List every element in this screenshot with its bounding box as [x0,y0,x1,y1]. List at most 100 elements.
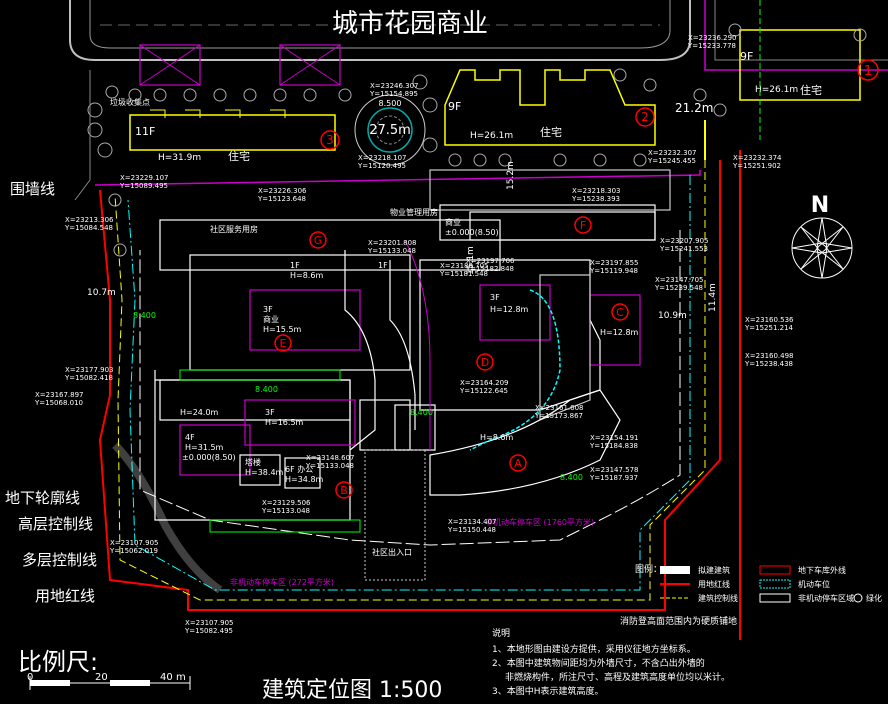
multi-rise-line-label: 多层控制线 [22,551,98,569]
svg-text:X=23160.536: X=23160.536 [745,316,794,324]
svg-text:Y=15233.778: Y=15233.778 [687,42,736,50]
building-d: D [481,356,489,369]
legend-item-green: 绿化 [866,593,882,603]
svg-text:Y=15251.902: Y=15251.902 [732,162,781,170]
svg-text:Y=15089.495: Y=15089.495 [119,182,168,190]
scale-tick-40: 40 [160,672,173,683]
shop-d-floor: 3F [490,293,500,302]
svg-text:X=23226.306: X=23226.306 [258,187,307,195]
underground-line-label: 地下轮廓线 [5,489,81,507]
site-title: 城市花园商业 [332,9,488,39]
residential-building-2: 2 9F H=26.1m 住宅 21.2m [444,69,713,146]
svg-text:X=23161.608: X=23161.608 [535,404,584,412]
building-3-name: 住宅 [228,149,250,163]
top-road: 城市花园商业 [69,0,691,61]
shop-e-floor: 3F [263,305,273,314]
width-15-1: 15.1m [466,246,476,275]
room-1f: 1F [290,261,300,270]
legend-item-garage: 地下车库外线 [798,565,846,575]
building-b: B [340,484,348,497]
scale-tick-0: 0 [27,672,34,683]
width-11-4: 11.4m [708,283,718,312]
community-room-label: 社区服务用房 [210,224,258,234]
svg-text:Y=15239.548: Y=15239.548 [654,284,703,292]
svg-text:X=23218.303: X=23218.303 [572,187,621,195]
building-3-number: 3 [326,133,334,147]
svg-text:Y=15245.455: Y=15245.455 [647,157,696,165]
building-1-number: 1 [864,64,872,79]
svg-text:Y=15251.214: Y=15251.214 [744,324,794,332]
scale-bar [29,676,191,690]
svg-text:Y=15082.495: Y=15082.495 [184,627,233,635]
pond-elevation: 8.500 [379,99,402,108]
building-2-height: H=26.1m [470,131,513,141]
svg-text:X=23232.307: X=23232.307 [648,149,697,157]
building-f: F [580,219,586,232]
legend-item-parking: 机动车位 [798,579,830,589]
tower-height: H=38.4m [245,468,284,477]
svg-text:Y=15082.418: Y=15082.418 [64,374,113,382]
width-10-7: 10.7m [87,288,116,298]
building-3-storeys: 11F [135,125,155,138]
building-3-height: H=31.9m [158,153,201,163]
podium-label: 4F [185,433,195,442]
shop-f-elevation: ±0.000(8.50) [445,228,499,237]
building-c: C [616,306,624,319]
svg-text:Y=15120.495: Y=15120.495 [357,162,406,170]
legend-item-bike: 非机动停车区域 [798,593,854,603]
fire-note: 消防登高面范围内为硬质铺地 [620,617,738,627]
note-3: 非燃烧构件，所注尺寸、高程及建筑高度单位均以米计。 [505,673,731,683]
svg-text:Y=15187.937: Y=15187.937 [589,474,638,482]
building-2-name: 住宅 [540,125,562,139]
svg-text:X=23147.578: X=23147.578 [590,466,639,474]
pond-diameter: 27.5m [369,123,411,138]
svg-text:Y=15133.048: Y=15133.048 [367,247,416,255]
notes-heading: 说明 [492,629,511,639]
trees [87,23,867,257]
legend: 图例： 拟建建筑 用地红线 建筑控制线 地下车库外线 机动车位 非机动停车区域 … [635,563,882,603]
walkways [112,239,561,594]
svg-text:X=23134.407: X=23134.407 [448,518,497,526]
property-room-label: 物业管理用房 [390,207,438,217]
svg-text:X=23236.290: X=23236.290 [688,34,737,42]
legend-item-control: 建筑控制线 [698,593,738,603]
svg-text:Y=15150.448: Y=15150.448 [447,526,496,534]
svg-text:X=23201.808: X=23201.808 [368,239,417,247]
svg-text:X=23213.306: X=23213.306 [65,216,114,224]
svg-text:Y=15238.393: Y=15238.393 [571,195,620,203]
north-compass: N [791,193,853,279]
svg-text:X=23107.905: X=23107.905 [185,619,234,627]
svg-text:Y=15241.553: Y=15241.553 [659,245,708,253]
note-4: 3、本图中H表示建筑高度。 [492,687,604,697]
note-2: 2、本图中建筑物间距均为外墙尺寸，不含凸出外墙的 [492,659,705,669]
svg-text:Y=15154.895: Y=15154.895 [369,90,418,98]
office-height: H=34.8m [285,475,324,484]
parking-area-1760: 非机动车停车区 (1760平方米) [485,517,594,527]
width-10-9: 10.9m [658,311,687,321]
shop-b-floor: 3F [265,408,275,417]
shop-d-height: H=12.8m [490,305,529,314]
elevation-8400-4: 8.400 [133,311,156,320]
svg-text:Y=15068.010: Y=15068.010 [34,399,83,407]
room2-1f: 1F [378,261,388,270]
room-height: H=8.6m [290,271,323,280]
high-rise-line-label: 高层控制线 [18,515,94,533]
shop-c-height: H=12.8m [600,328,639,337]
svg-text:Y=15133.048: Y=15133.048 [305,462,354,470]
svg-text:Y=15182.848: Y=15182.848 [465,265,514,273]
svg-text:Y=15238.438: Y=15238.438 [744,360,793,368]
building-a: A [514,457,522,470]
legend-title: 图例： [635,563,662,575]
svg-text:Y=15123.648: Y=15123.648 [257,195,306,203]
svg-text:X=23164.209: X=23164.209 [460,379,509,387]
svg-text:X=23129.506: X=23129.506 [262,499,311,507]
svg-text:X=23147.705: X=23147.705 [655,276,704,284]
building-1-name: 住宅 [800,83,822,97]
podium-elevation: ±0.000(8.50) [182,453,236,462]
svg-text:Y=15062.019: Y=15062.019 [109,547,158,555]
svg-text:X=23189.705: X=23189.705 [440,262,489,270]
shop-e-height: H=15.5m [263,325,302,334]
north-label: N [811,193,829,218]
svg-text:Y=15122.645: Y=15122.645 [459,387,508,395]
building-1-height: H=26.1m [755,85,798,95]
